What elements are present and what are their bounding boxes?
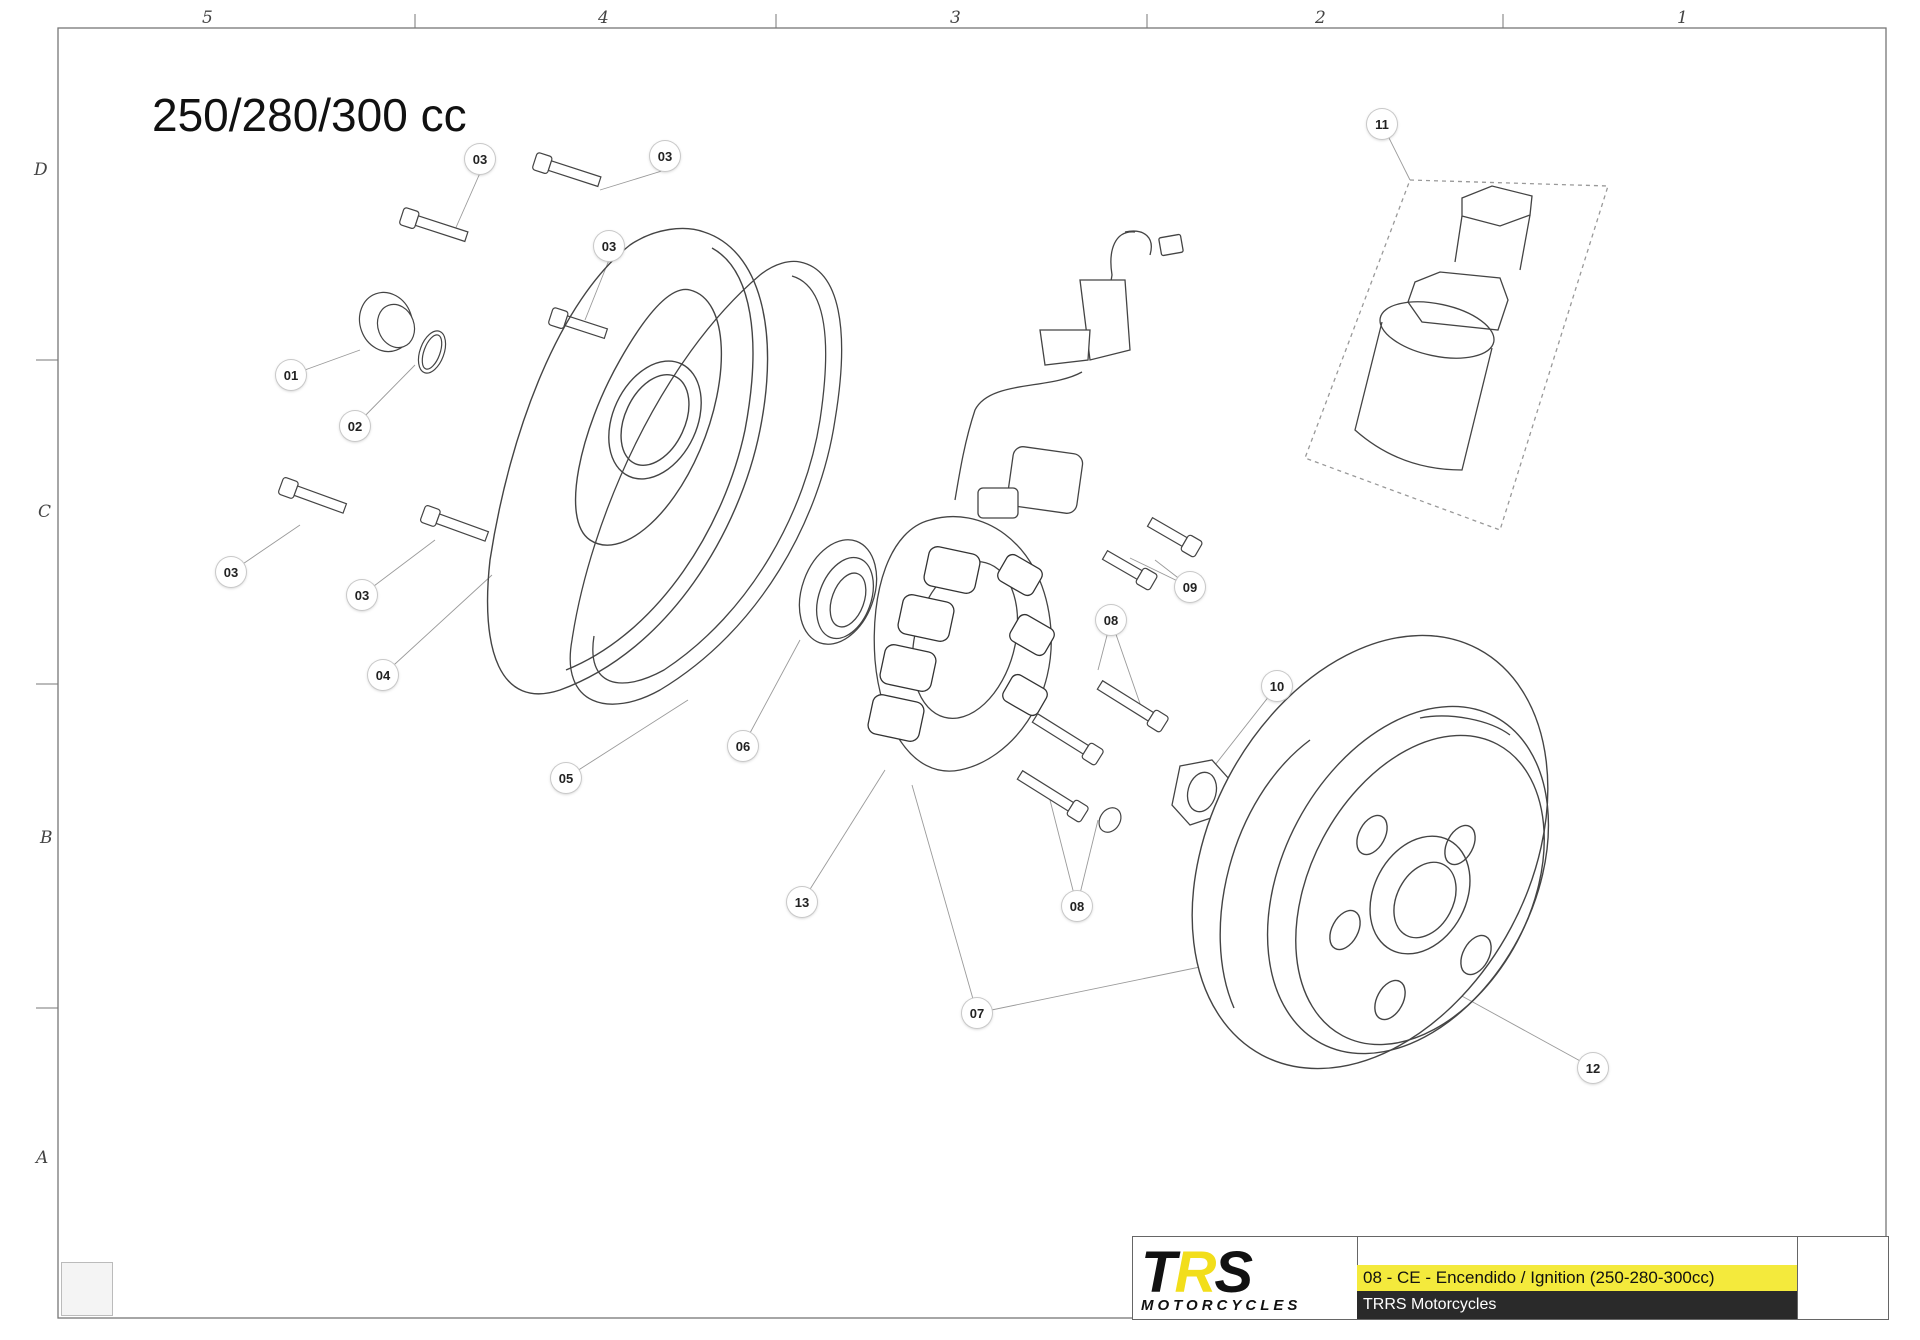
zone-row-c: C (38, 502, 52, 522)
flywheel-puller (1304, 179, 1609, 531)
page-title: 250/280/300 cc (152, 89, 467, 141)
flywheel-12 (1191, 634, 1550, 1070)
zone-col-4: 4 (598, 8, 609, 28)
callout-04[interactable]: 04 (368, 660, 398, 690)
ignition-cover-04 (486, 227, 769, 695)
trrs-logo: TRS MOTORCYCLES (1133, 1237, 1358, 1319)
stator-13 (867, 230, 1184, 772)
logo-letter: T (1141, 1240, 1176, 1305)
zone-ticks (36, 14, 1504, 1009)
drawing-frame (57, 27, 1887, 1319)
screws-08 (1016, 679, 1169, 833)
callout-05[interactable]: 05 (551, 763, 581, 793)
screws-03 (278, 152, 609, 542)
zone-row-a: A (36, 1148, 49, 1168)
callout-07[interactable]: 07 (962, 998, 992, 1028)
zone-col-5: 5 (202, 8, 213, 28)
logo-subtitle: MOTORCYCLES (1141, 1297, 1302, 1314)
cover-gasket-05 (569, 260, 843, 705)
oil-cap-01 (358, 291, 416, 353)
bearing-06 (798, 539, 878, 645)
o-ring-02 (417, 330, 447, 374)
title-block: TRS MOTORCYCLES 08 - CE - Encendido / Ig… (1132, 1236, 1889, 1320)
callout-09[interactable]: 09 (1175, 572, 1205, 602)
callout-13[interactable]: 13 (787, 887, 817, 917)
emblem-box (1797, 1237, 1889, 1319)
callout-11[interactable]: 11 (1367, 109, 1397, 139)
callout-03[interactable]: 03 (465, 144, 495, 174)
zone-row-d: D (34, 160, 48, 180)
zone-col-1: 1 (1677, 8, 1688, 28)
company-name: TRRS Motorcycles (1357, 1291, 1797, 1319)
logo-wordmark: TRS (1141, 1239, 1253, 1306)
callout-03[interactable]: 03 (594, 231, 624, 261)
zone-col-2: 2 (1315, 8, 1326, 28)
callout-08[interactable]: 08 (1096, 605, 1126, 635)
callout-08[interactable]: 08 (1062, 891, 1092, 921)
callout-06[interactable]: 06 (728, 731, 758, 761)
callout-03[interactable]: 03 (347, 580, 377, 610)
document-title: 08 - CE - Encendido / Ignition (250-280-… (1357, 1265, 1797, 1291)
callout-10[interactable]: 10 (1262, 671, 1292, 701)
callout-12[interactable]: 12 (1578, 1053, 1608, 1083)
callout-01[interactable]: 01 (276, 360, 306, 390)
callout-02[interactable]: 02 (340, 411, 370, 441)
home-button[interactable] (61, 1262, 113, 1316)
callout-03[interactable]: 03 (650, 141, 680, 171)
callout-03[interactable]: 03 (216, 557, 246, 587)
zone-row-b: B (40, 828, 53, 848)
screws-09 (1101, 516, 1203, 591)
logo-letter: S (1214, 1240, 1253, 1305)
logo-letter-r: R (1174, 1240, 1216, 1305)
zone-col-3: 3 (950, 8, 961, 28)
